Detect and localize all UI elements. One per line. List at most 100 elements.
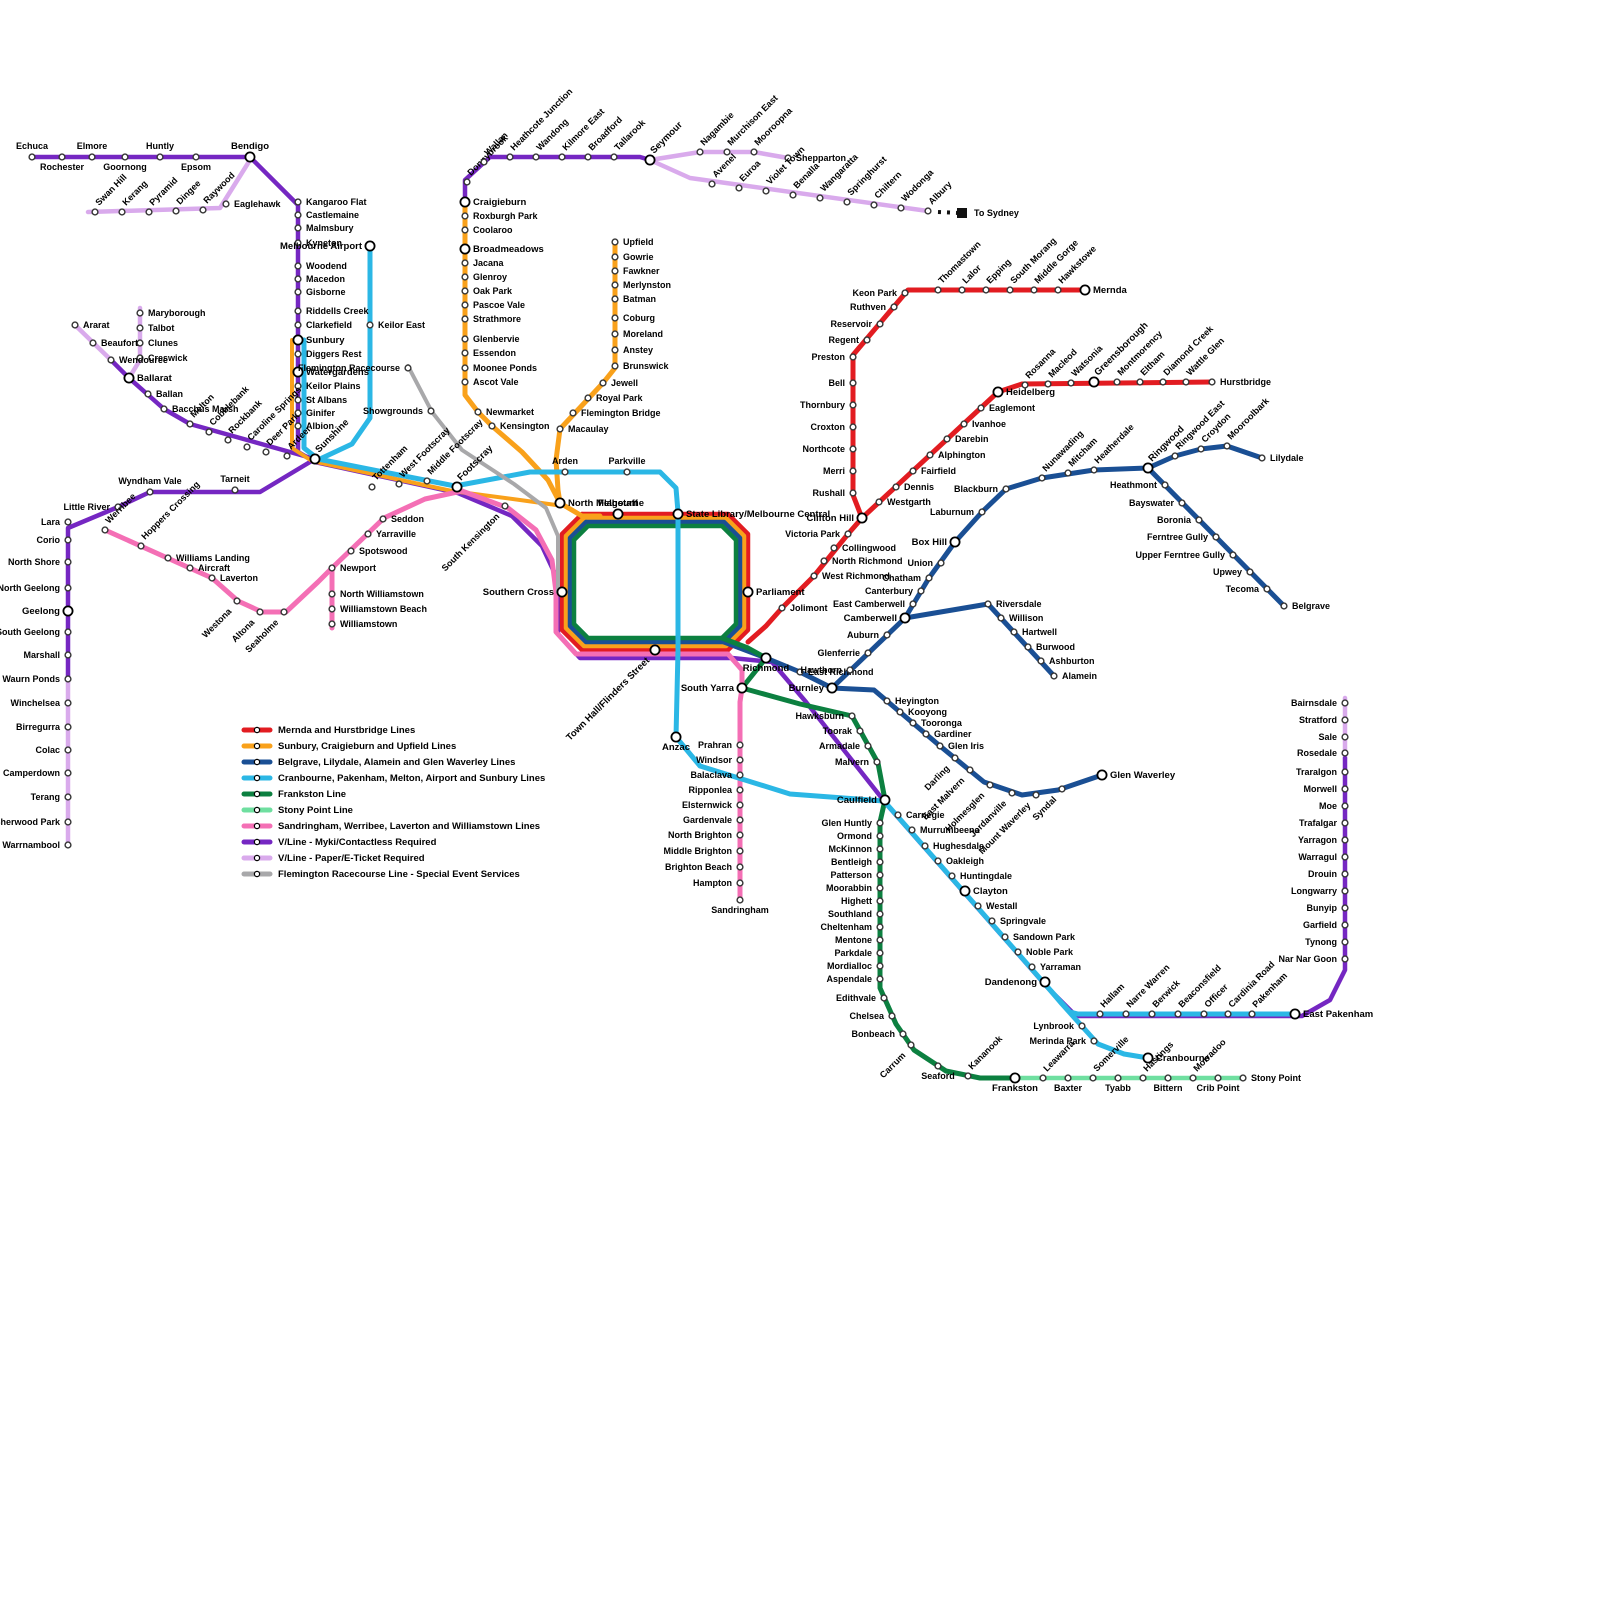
station-dot-sherwood-park xyxy=(64,818,72,826)
station-dot-ballarat xyxy=(123,372,135,384)
station-label-darebin: Darebin xyxy=(955,434,989,444)
station-label-sale: Sale xyxy=(1318,732,1337,742)
station-label-upper-ferntree-gully: Upper Ferntree Gully xyxy=(1135,550,1225,560)
station-dot-alamein xyxy=(1050,672,1058,680)
station-dot-chiltern xyxy=(870,201,878,209)
station-label-wyndham-vale: Wyndham Vale xyxy=(118,476,181,486)
station-label-cheltenham: Cheltenham xyxy=(820,922,872,932)
station-label-batman: Batman xyxy=(623,294,656,304)
station-label-north-brighton: North Brighton xyxy=(668,830,732,840)
station-dot-tarneit xyxy=(231,486,239,494)
station-label-pyramid: Pyramid xyxy=(147,175,179,207)
station-label-tooronga: Tooronga xyxy=(921,718,963,728)
station-label-oakleigh: Oakleigh xyxy=(946,856,984,866)
station-dot-hartwell xyxy=(1010,628,1018,636)
station-dot-southern-cross xyxy=(556,586,568,598)
station-label-hoppers-crossing: Hoppers Crossing xyxy=(139,479,201,541)
station-label-benalla: Benalla xyxy=(791,160,821,190)
line-glen-waverley xyxy=(829,685,1105,798)
line-geelong xyxy=(65,456,318,683)
station-label-heyington: Heyington xyxy=(895,696,939,706)
station-dot-ginifer xyxy=(294,409,302,417)
legend-label-blue: Belgrave, Lilydale, Alamein and Glen Wav… xyxy=(278,757,515,768)
legend-label-green: Frankston Line xyxy=(278,789,346,800)
station-dot-mernda xyxy=(1079,284,1091,296)
station-dot-malmsbury xyxy=(294,224,302,232)
station-label-glenferrie: Glenferrie xyxy=(817,648,860,658)
station-dot-glenbervie xyxy=(461,335,469,343)
station-dot-westall xyxy=(974,902,982,910)
station-label-toorak: Toorak xyxy=(823,726,853,736)
station-dot-werribee xyxy=(101,526,109,534)
station-label-coolaroo: Coolaroo xyxy=(473,225,513,235)
station-label-gardenvale: Gardenvale xyxy=(683,815,732,825)
station-dot-camberwell xyxy=(899,612,911,624)
station-label-malvern: Malvern xyxy=(835,757,869,767)
station-label-williamstown: Williamstown xyxy=(340,619,397,629)
station-label-alamein: Alamein xyxy=(1062,671,1097,681)
legend-station-icon xyxy=(253,854,261,862)
station-dot-seaford xyxy=(934,1062,942,1070)
station-label-moe: Moe xyxy=(1319,801,1337,811)
legend-station-icon xyxy=(253,822,261,830)
station-dot-dennis xyxy=(892,483,900,491)
station-label-kyneton: Kyneton xyxy=(306,238,342,248)
station-label-belgrave: Belgrave xyxy=(1292,601,1330,611)
station-dot-aircraft xyxy=(186,564,194,572)
station-label-highett: Highett xyxy=(841,896,872,906)
station-dot-coolaroo xyxy=(461,226,469,234)
station-label-bunyip: Bunyip xyxy=(1307,903,1338,913)
station-label-coburg: Coburg xyxy=(623,313,655,323)
station-dot-newmarket xyxy=(474,408,482,416)
station-dot-macedon xyxy=(294,275,302,283)
station-dot-north-williamstown xyxy=(328,590,336,598)
station-dot-lalor xyxy=(958,286,966,294)
station-label-clayton: Clayton xyxy=(973,886,1008,897)
station-label-essendon: Essendon xyxy=(473,348,516,358)
station-dot-noble-park xyxy=(1014,948,1022,956)
station-dot-williams-landing xyxy=(164,554,172,562)
station-dot-violet-town xyxy=(762,187,770,195)
station-dot-wattle-glen xyxy=(1182,378,1190,386)
station-label-clifton-hill: Clifton Hill xyxy=(807,513,855,524)
station-dot-officer xyxy=(1200,1010,1208,1018)
station-dot-mckinnon xyxy=(876,845,884,853)
station-dot-regent xyxy=(863,336,871,344)
line-belgrave-lilydale xyxy=(721,465,1151,691)
station-label-albion: Albion xyxy=(306,421,334,431)
station-label-bonbeach: Bonbeach xyxy=(851,1029,895,1039)
station-dot-diamond-creek xyxy=(1159,378,1167,386)
legend-station-icon xyxy=(253,838,261,846)
station-dot-tecoma xyxy=(1263,585,1271,593)
station-dot-swan-hill xyxy=(91,208,99,216)
station-dot-longwarry xyxy=(1341,887,1349,895)
station-label-little-river: Little River xyxy=(63,502,110,512)
station-dot-gowrie xyxy=(611,253,619,261)
line-loop-blue xyxy=(567,519,743,645)
station-dot-mooroolbark xyxy=(1223,442,1231,450)
station-label-bittern: Bittern xyxy=(1154,1083,1183,1093)
station-dot-jolimont xyxy=(778,604,786,612)
station-label-rushall: Rushall xyxy=(812,488,845,498)
station-dot-glenferrie xyxy=(864,649,872,657)
station-dot-cardinia-road xyxy=(1224,1010,1232,1018)
station-dot-eaglemont xyxy=(977,404,985,412)
legend-station-icon xyxy=(253,758,261,766)
station-dot-dandenong xyxy=(1039,976,1051,988)
station-label-fawkner: Fawkner xyxy=(623,266,660,276)
station-dot-murrumbeena xyxy=(908,826,916,834)
station-label-hurstbridge: Hurstbridge xyxy=(1220,377,1271,387)
station-label-ashburton: Ashburton xyxy=(1049,656,1095,666)
station-dot-avenel xyxy=(708,180,716,188)
station-label-south-geelong: South Geelong xyxy=(0,627,60,637)
station-label-rochester: Rochester xyxy=(40,162,85,172)
station-dot-melbourne-airport xyxy=(364,240,376,252)
station-dot-craigieburn xyxy=(459,196,471,208)
station-label-crib-point: Crib Point xyxy=(1197,1083,1240,1093)
station-label-clunes: Clunes xyxy=(148,338,178,348)
station-label-bairnsdale: Bairnsdale xyxy=(1291,698,1337,708)
station-label-town-hall-flinders-street: Town Hall/Flinders Street xyxy=(564,655,652,743)
station-label-st-albans: St Albans xyxy=(306,395,347,405)
station-dot-heathcote-junction xyxy=(506,153,514,161)
